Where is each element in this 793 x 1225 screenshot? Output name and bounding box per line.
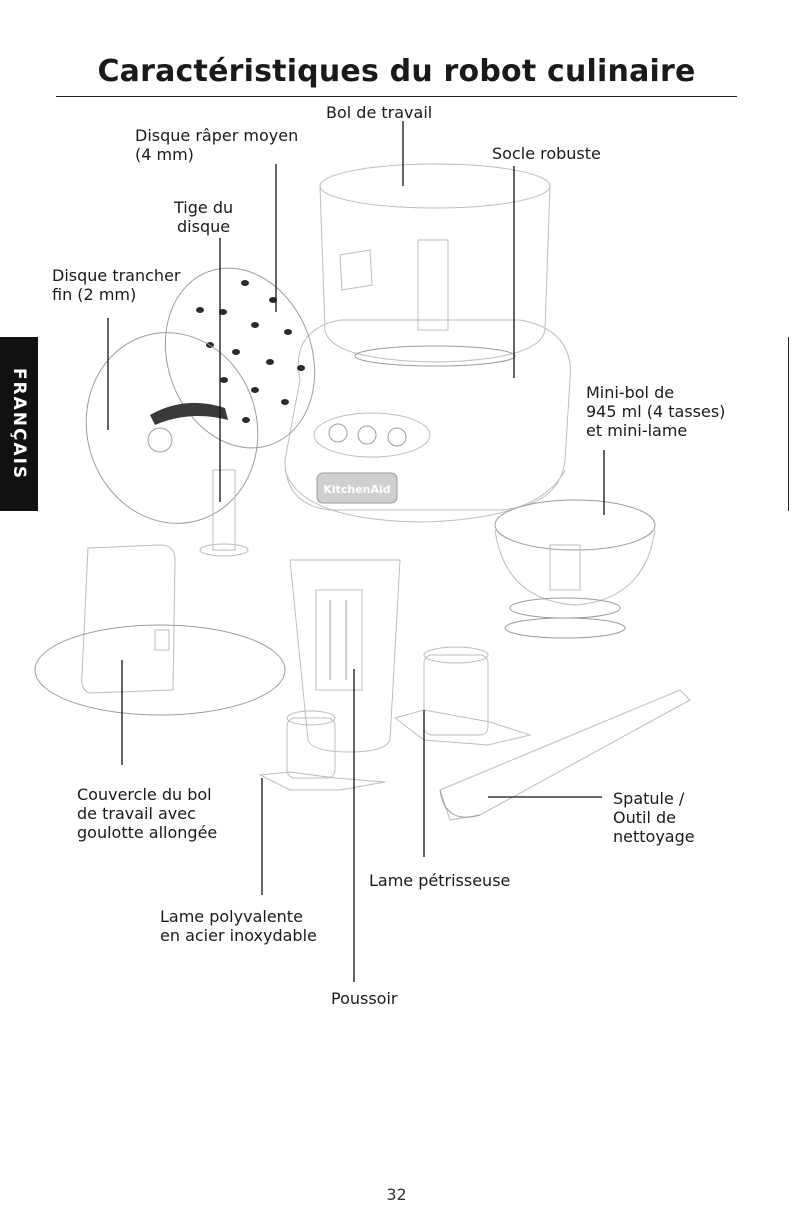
label-work-bowl: Bol de travail <box>326 103 433 122</box>
label-dough-blade: Lame pétrisseuse <box>369 871 511 890</box>
right-margin-line <box>788 337 789 511</box>
label-mini-bowl: Mini-bol de 945 ml (4 tasses) et mini-la… <box>586 383 726 440</box>
base-housing-drawing: KitchenAid <box>284 319 571 523</box>
page-title: Caractéristiques du robot culinaire <box>97 54 696 89</box>
title-rule <box>56 96 737 97</box>
page-number: 32 <box>386 1185 407 1204</box>
label-multipurpose-blade: Lame polyvalente en acier inoxydable <box>160 907 317 945</box>
work-bowl-drawing <box>319 163 551 367</box>
label-disc-stem: Tige du disque <box>174 198 234 236</box>
multipurpose-blade-drawing <box>258 710 386 791</box>
shredding-disc-drawing <box>164 267 316 449</box>
dough-blade-drawing <box>393 646 532 746</box>
label-spatula: Spatule / Outil de nettoyage <box>613 789 695 846</box>
label-food-pusher: Poussoir <box>331 989 398 1008</box>
mini-bowl-drawing <box>494 499 656 639</box>
label-thin-slice-disc: Disque trancher fin (2 mm) <box>52 266 181 304</box>
label-sturdy-base: Socle robuste <box>492 144 601 163</box>
brand-badge-text: KitchenAid <box>323 483 390 496</box>
language-side-tab: FRANÇAIS <box>0 337 38 511</box>
leader-lines <box>107 121 605 982</box>
disc-stem-drawing <box>199 469 249 557</box>
label-work-bowl-cover: Couvercle du bol de travail avec goulott… <box>77 785 218 842</box>
label-medium-shred-disc: Disque râper moyen (4 mm) <box>135 126 299 164</box>
food-pusher-drawing <box>289 559 401 753</box>
spatula-drawing <box>439 689 691 821</box>
work-bowl-cover-drawing <box>34 544 286 716</box>
slicing-disc-drawing <box>85 332 259 524</box>
